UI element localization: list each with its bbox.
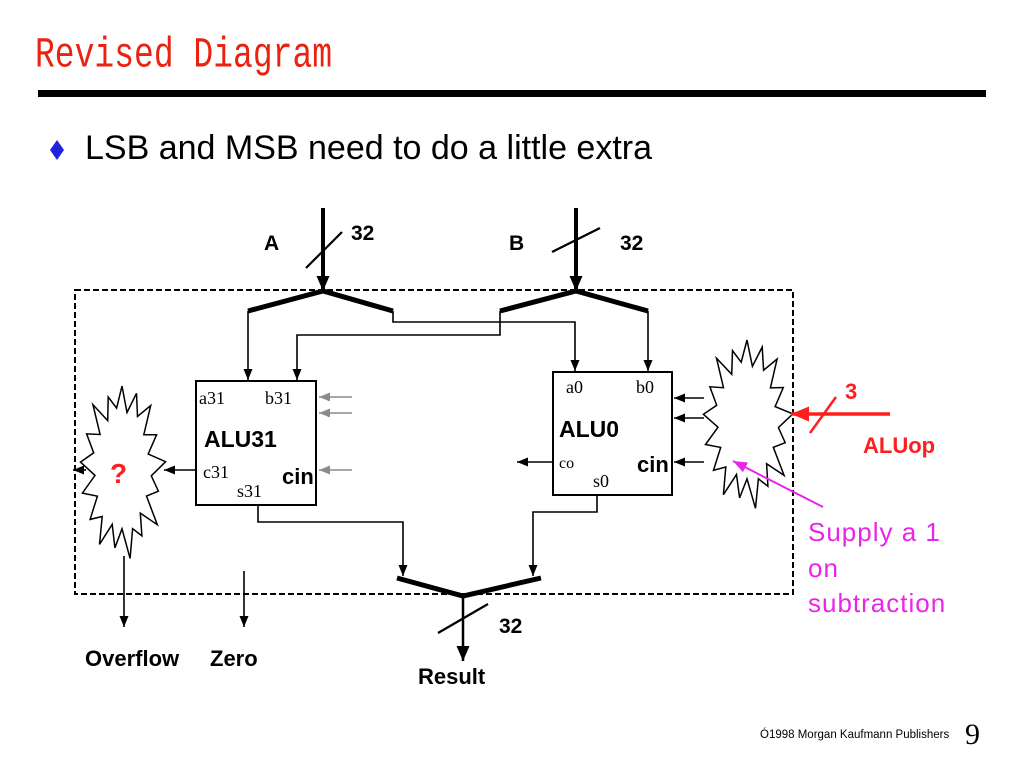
input-b-width-label: 32: [620, 232, 643, 255]
input-a-label: A: [264, 232, 279, 255]
overflow-logic-starburst: [79, 385, 167, 559]
result-width-slash: [437, 603, 489, 634]
wire-b31: [292, 311, 501, 380]
page-number: 9: [965, 718, 980, 751]
diamond-bullet-icon: [50, 140, 64, 160]
control-logic-starburst: [702, 339, 795, 509]
s0-wire: [528, 495, 598, 576]
note-line-1: Supply a 1: [808, 517, 941, 547]
alu31-carry-out-pin: c31: [203, 462, 229, 482]
note-line-2: on: [808, 553, 839, 583]
overflow-output-label: Overflow: [85, 646, 180, 671]
alu0-a-pin: a0: [566, 377, 583, 397]
slide-title: Revised Diagram: [35, 31, 333, 80]
result-width-label: 32: [499, 615, 522, 638]
alu0-cin-pin: cin: [637, 452, 669, 477]
bullet-text: LSB and MSB need to do a little extra: [85, 129, 653, 167]
alu31-sum-pin: s31: [237, 481, 262, 501]
alu0-b-pin: b0: [636, 377, 654, 397]
result-output-label: Result: [418, 664, 486, 689]
alu0-block: [552, 371, 673, 496]
wire-a0: [392, 311, 580, 371]
input-a-width-slash: [305, 231, 343, 269]
input-a-width-label: 32: [351, 222, 374, 245]
aluop-label: ALUop: [863, 433, 935, 458]
alu31-name: ALU31: [204, 426, 277, 452]
copyright-footer: Ó1998 Morgan Kaufmann Publishers: [760, 729, 950, 741]
input-b-label: B: [509, 232, 524, 255]
alu31-block: [195, 380, 317, 506]
input-b-split: [499, 288, 649, 314]
aluop-width-slash: [808, 396, 838, 434]
alu0-carry-out-pin: co: [559, 455, 574, 472]
zero-output-label: Zero: [210, 646, 258, 671]
input-a-split: [247, 288, 394, 314]
aluop-width-label: 3: [845, 379, 857, 404]
s31-wire: [257, 505, 408, 576]
alu31-cin-pin: cin: [282, 464, 314, 489]
datapath-boundary: [74, 289, 794, 595]
overflow-logic-label: ?: [110, 458, 127, 489]
note-pointer-arrow: [732, 460, 824, 508]
alu0-sum-pin: s0: [593, 471, 609, 491]
alu31-a-pin: a31: [199, 388, 225, 408]
note-line-3: subtraction: [808, 588, 946, 618]
alu0-name: ALU0: [559, 416, 619, 442]
title-rule: [38, 90, 986, 97]
alu31-b-pin: b31: [265, 388, 292, 408]
input-b-width-slash: [551, 227, 601, 253]
